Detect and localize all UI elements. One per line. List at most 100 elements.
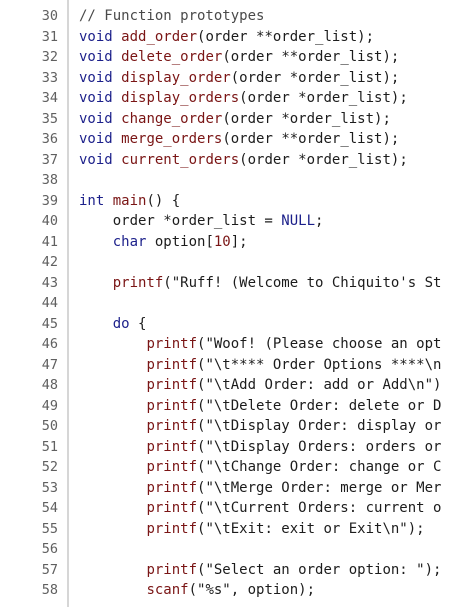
line-number: 54 — [41, 500, 58, 516]
code-token: NULL — [281, 213, 316, 229]
code-token: (order *order_list); — [222, 110, 391, 127]
code-token: printf — [146, 459, 198, 475]
code-token: printf — [146, 561, 198, 578]
code-token: ("\tCurrent Orders: current o — [197, 500, 442, 516]
line-number: 38 — [41, 172, 58, 188]
line-number: 39 — [41, 192, 58, 209]
code-token: (order **order_list); — [197, 28, 375, 45]
code-token: option[ — [146, 233, 214, 250]
line-number: 46 — [41, 336, 58, 352]
line-code: int main() { — [79, 191, 180, 212]
code-token — [79, 459, 146, 475]
line-number: 44 — [41, 295, 58, 311]
code-token — [79, 418, 146, 434]
code-token: ("Ruff! (Welcome to Chiquito's St — [163, 274, 442, 291]
code-token: scanf — [146, 582, 189, 598]
line-number: 43 — [41, 274, 58, 291]
code-token — [79, 439, 146, 455]
code-token: ("\tChange Order: change or C — [197, 459, 442, 475]
code-token: ("\tDelete Order: delete or D — [197, 397, 442, 414]
code-token — [79, 521, 146, 537]
line-code: // Function prototypes — [79, 6, 264, 27]
code-token: do — [112, 315, 130, 332]
line-number: 32 — [41, 49, 58, 65]
code-token — [104, 193, 112, 209]
line-code: printf("Ruff! (Welcome to Chiquito's St — [79, 273, 442, 294]
line-number: 53 — [41, 479, 58, 496]
code-token — [113, 70, 121, 86]
code-token: void — [79, 151, 113, 168]
code-token: ("\tAdd Order: add or Add\n") — [197, 377, 442, 393]
line-code: void merge_orders(order **order_list); — [79, 129, 399, 150]
code-token: // Function prototypes — [79, 8, 265, 24]
code-token: main — [112, 192, 147, 209]
line-number: 58 — [41, 582, 58, 598]
line-code: void display_orders(order *order_list); — [79, 88, 408, 109]
code-token — [113, 29, 121, 45]
code-token — [79, 480, 146, 496]
code-token — [79, 275, 113, 291]
code-token — [79, 234, 113, 250]
line-code: printf("\tChange Order: change or C — [79, 457, 441, 478]
code-token — [79, 336, 146, 352]
line-code: printf("\tDisplay Orders: orders or — [79, 437, 441, 458]
code-token: merge_orders — [121, 131, 223, 147]
code-token: ("Select an order option: "); — [197, 561, 442, 578]
code-token: void — [79, 131, 113, 147]
line-code: scanf("%s", option); — [79, 580, 315, 601]
line-number: 51 — [41, 438, 58, 455]
code-token: 10 — [213, 233, 231, 250]
line-number: 57 — [41, 561, 58, 578]
line-number: 35 — [41, 110, 58, 127]
code-token: () { — [146, 192, 181, 209]
code-token: printf — [146, 397, 198, 414]
code-token — [79, 377, 146, 393]
line-code: printf("\tDisplay Order: display or — [79, 416, 441, 437]
code-token — [79, 500, 146, 516]
code-token: (order *order_list); — [239, 90, 408, 106]
line-code: printf("\t**** Order Options ****\n — [79, 355, 441, 376]
code-token: printf — [146, 479, 198, 496]
code-token: printf — [146, 336, 198, 352]
code-token: ("\tDisplay Order: display or — [197, 418, 442, 434]
code-token — [113, 152, 121, 168]
line-number: 31 — [41, 28, 58, 45]
code-token: ("%s", option); — [188, 582, 316, 598]
code-token: printf — [146, 520, 198, 537]
code-token — [113, 90, 121, 106]
line-number: 52 — [41, 459, 58, 475]
code-token — [113, 131, 121, 147]
code-token: char — [112, 233, 147, 250]
code-token — [79, 316, 113, 332]
code-token: ("\tDisplay Orders: orders or — [197, 438, 442, 455]
code-token: change_order — [121, 110, 223, 127]
code-token — [79, 398, 146, 414]
line-number: 56 — [41, 541, 58, 557]
code-token: (order **order_list); — [222, 131, 400, 147]
line-number: 33 — [41, 69, 58, 86]
line-number: 49 — [41, 397, 58, 414]
code-token: display_order — [121, 69, 231, 86]
line-code: order *order_list = NULL; — [79, 211, 324, 232]
line-number: 48 — [41, 377, 58, 393]
code-token — [79, 562, 146, 578]
code-token: void — [79, 69, 113, 86]
line-code: void current_orders(order *order_list); — [79, 150, 408, 171]
line-number: 36 — [41, 131, 58, 147]
line-code: char option[10]; — [79, 232, 248, 253]
line-number: 41 — [41, 233, 58, 250]
code-token: (order **order_list); — [222, 49, 400, 65]
code-token — [79, 582, 146, 598]
line-code: printf("\tMerge Order: merge or Mer — [79, 478, 441, 499]
code-token: printf — [146, 377, 198, 393]
code-token: ("\t**** Order Options ****\n — [197, 356, 442, 373]
code-token: void — [79, 110, 113, 127]
code-token: ("\tExit: exit or Exit\n"); — [197, 520, 425, 537]
line-code: printf("\tAdd Order: add or Add\n") — [79, 375, 441, 396]
code-token: { — [129, 315, 147, 332]
code-token: printf — [146, 356, 198, 373]
code-token: display_orders — [121, 90, 240, 106]
line-number: 47 — [41, 356, 58, 373]
line-code: printf("\tCurrent Orders: current o — [79, 498, 441, 519]
